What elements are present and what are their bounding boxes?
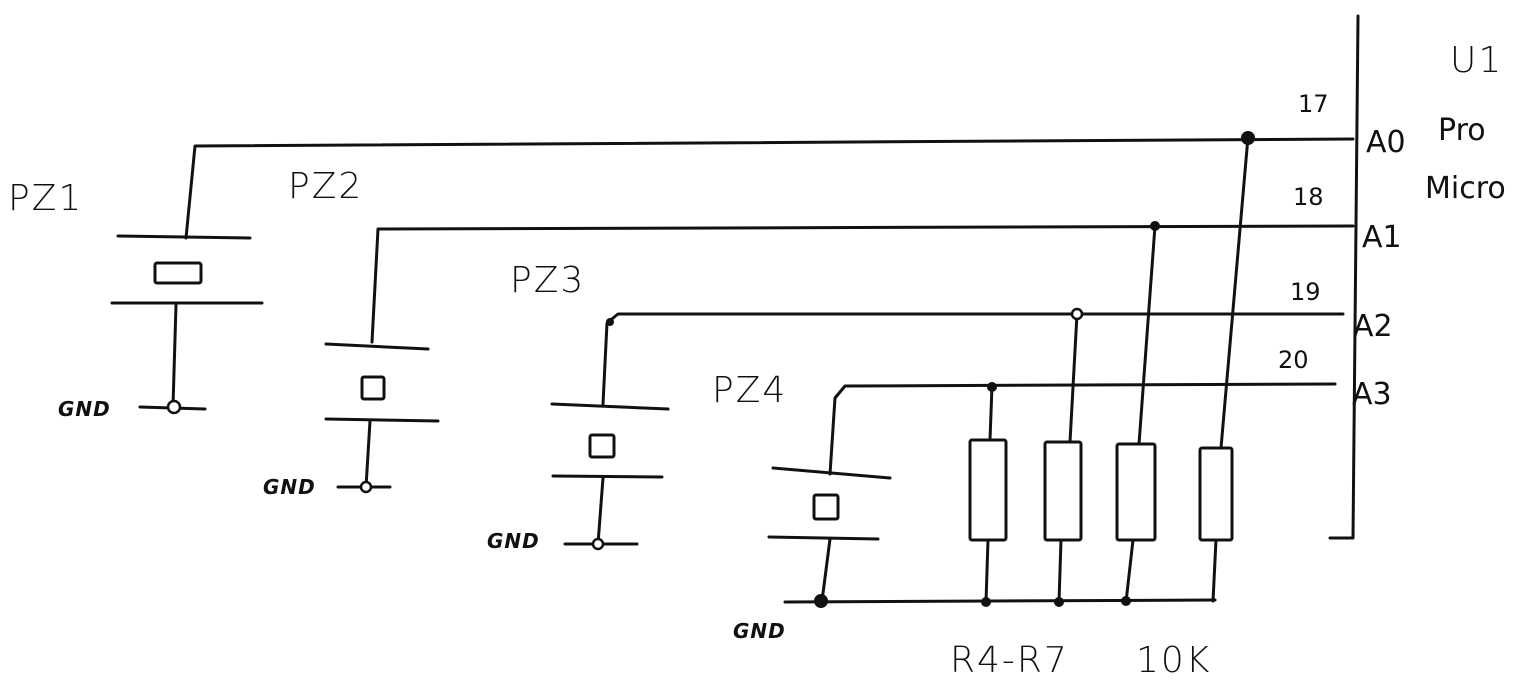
- pin-signal-a0: A0: [1366, 125, 1406, 160]
- pin-number-19: 19: [1290, 278, 1321, 306]
- piezo-label-pz2: PZ2: [288, 166, 363, 207]
- gnd-label-pz4: GND: [733, 619, 786, 643]
- gnd-label-pz1: GND: [58, 397, 111, 421]
- resistors-ref-label: R4-R7: [950, 640, 1069, 681]
- resistor-a2: [1043, 307, 1084, 607]
- gnd-label-pz2: GND: [263, 475, 316, 499]
- pin-number-18: 18: [1293, 183, 1324, 211]
- piezo-pz3: [550, 312, 1345, 551]
- pin-signal-a2: A2: [1353, 309, 1393, 344]
- pin-signal-a1: A1: [1362, 220, 1402, 255]
- piezo-label-pz3: PZ3: [510, 260, 585, 301]
- piezo-label-pz1: PZ1: [8, 178, 83, 219]
- pin-number-20: 20: [1278, 346, 1309, 374]
- chip-name-line1: Pro: [1438, 113, 1486, 148]
- piezo-pz2: [324, 224, 1355, 494]
- chip-u1-outline: [1328, 14, 1360, 540]
- gnd-label-pz3: GND: [487, 529, 540, 553]
- resistor-a3: [968, 382, 1008, 607]
- piezo-pz4: [767, 382, 1337, 608]
- pin-signal-a3: A3: [1352, 377, 1392, 412]
- resistors-value-label: 10K: [1136, 640, 1211, 681]
- pin-number-17: 17: [1298, 90, 1329, 118]
- resistor-a0: [1198, 131, 1255, 603]
- resistor-a1: [1115, 221, 1160, 606]
- ground-rail: [783, 598, 1217, 604]
- chip-ref-label: U1: [1450, 40, 1503, 81]
- piezo-pz1: [110, 137, 1355, 415]
- piezo-label-pz4: PZ4: [712, 370, 787, 411]
- chip-name-line2: Micro: [1425, 171, 1506, 206]
